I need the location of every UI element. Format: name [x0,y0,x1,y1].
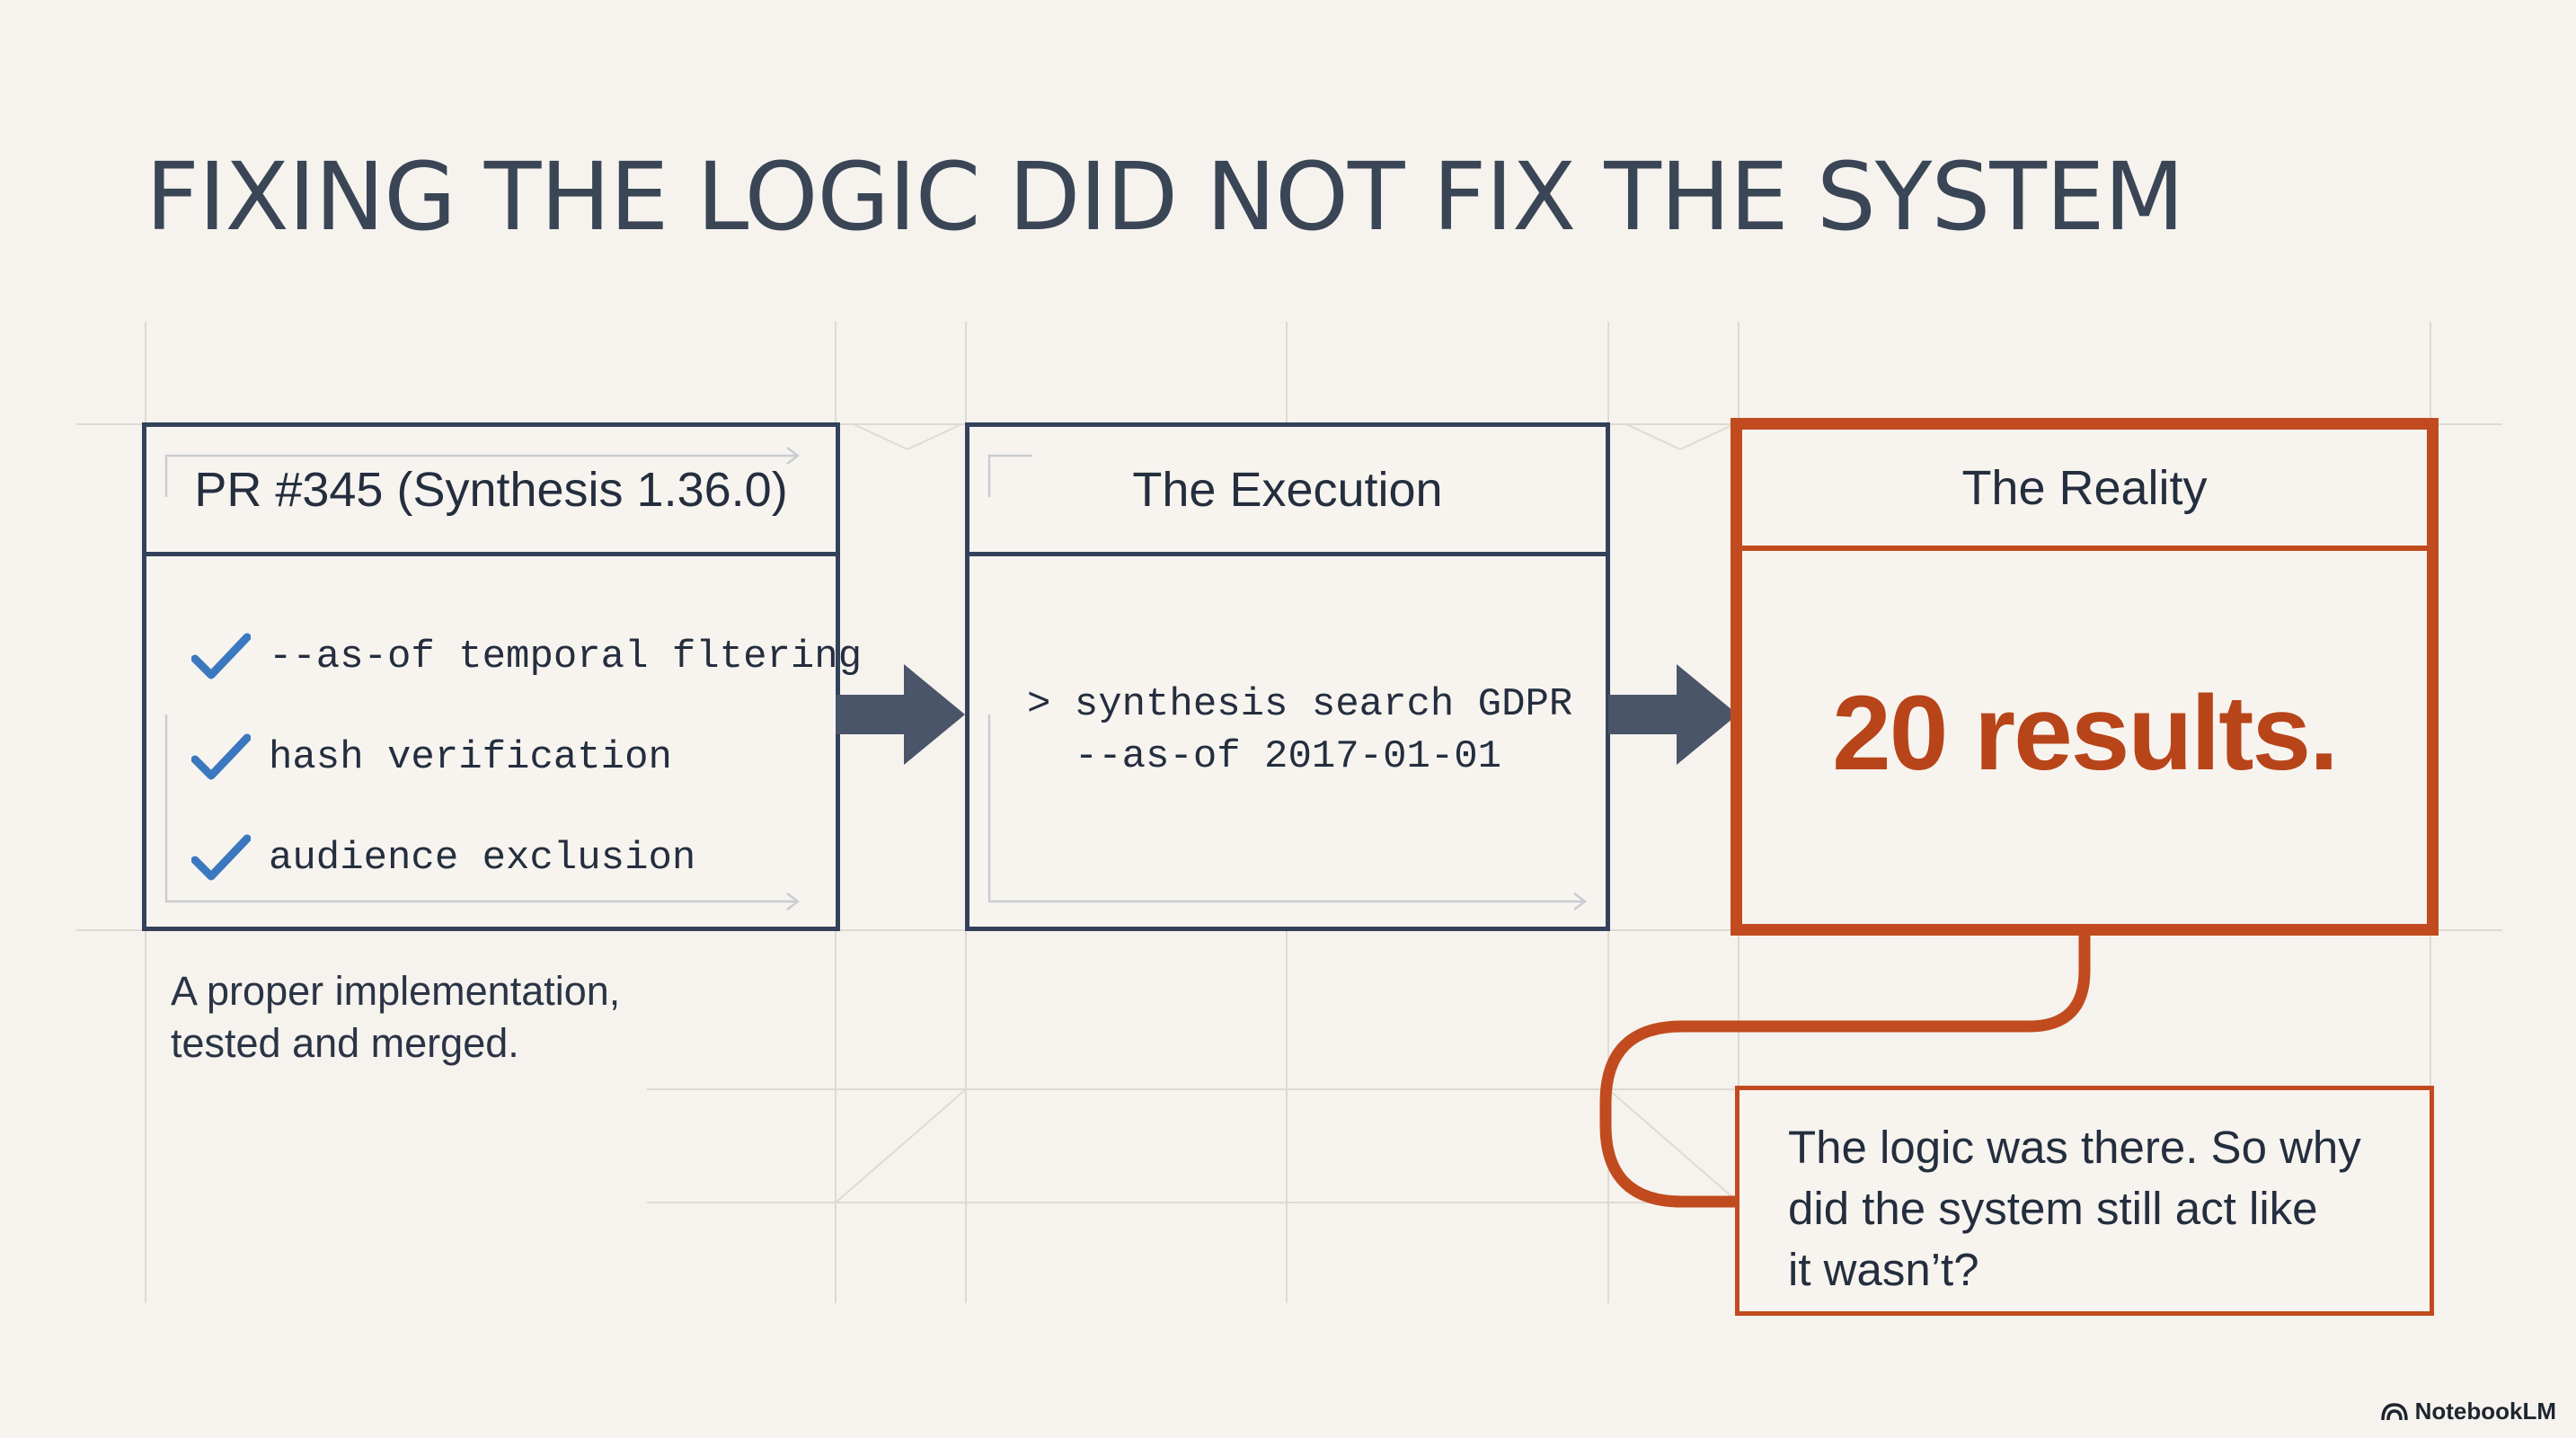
execution-card-header: The Execution [969,427,1606,556]
result-count: 20 results. [1832,674,2339,793]
checkmark-icon [191,733,251,780]
check-item: hash verification [191,707,862,808]
checkmark-icon [191,633,251,679]
pr-caption: A proper implementation, tested and merge… [171,965,710,1070]
command-text: > synthesis search GDPR --as-of 2017-01-… [1027,679,1572,783]
brand-name: NotebookLM [2414,1398,2556,1425]
flow-arrow-icon [1608,664,1738,765]
check-label: hash verification [269,735,672,780]
checkmark-icon [191,834,251,881]
question-line: it wasn’t? [1788,1244,1979,1295]
caption-line: A proper implementation, [171,968,621,1014]
slide-title: FIXING THE LOGIC DID NOT FIX THE SYSTEM [146,142,2184,252]
reality-card: The Reality 20 results. [1731,418,2439,936]
flow-arrow-icon [836,664,965,765]
pr-card: PR #345 (Synthesis 1.36.0) --as-of tempo… [142,422,862,931]
check-item: audience exclusion [191,808,862,909]
question-line: The logic was there. So why [1788,1122,2361,1173]
brand-mark: NotebookLM [2380,1398,2556,1425]
command-line: --as-of 2017-01-01 [1027,734,1502,779]
question-callout: The logic was there. So why did the syste… [1735,1086,2434,1316]
check-item: --as-of temporal fltering [191,607,862,707]
caption-line: tested and merged. [171,1020,519,1066]
feature-checklist: --as-of temporal fltering hash verificat… [191,607,862,909]
reality-card-header: The Reality [1742,430,2427,551]
command-line: > synthesis search GDPR [1027,682,1573,727]
check-label: --as-of temporal fltering [269,635,863,679]
notebooklm-logo-icon [2380,1402,2408,1420]
question-text: The logic was there. So why did the syste… [1788,1117,2408,1300]
question-line: did the system still act like [1788,1183,2318,1234]
check-label: audience exclusion [269,836,696,881]
